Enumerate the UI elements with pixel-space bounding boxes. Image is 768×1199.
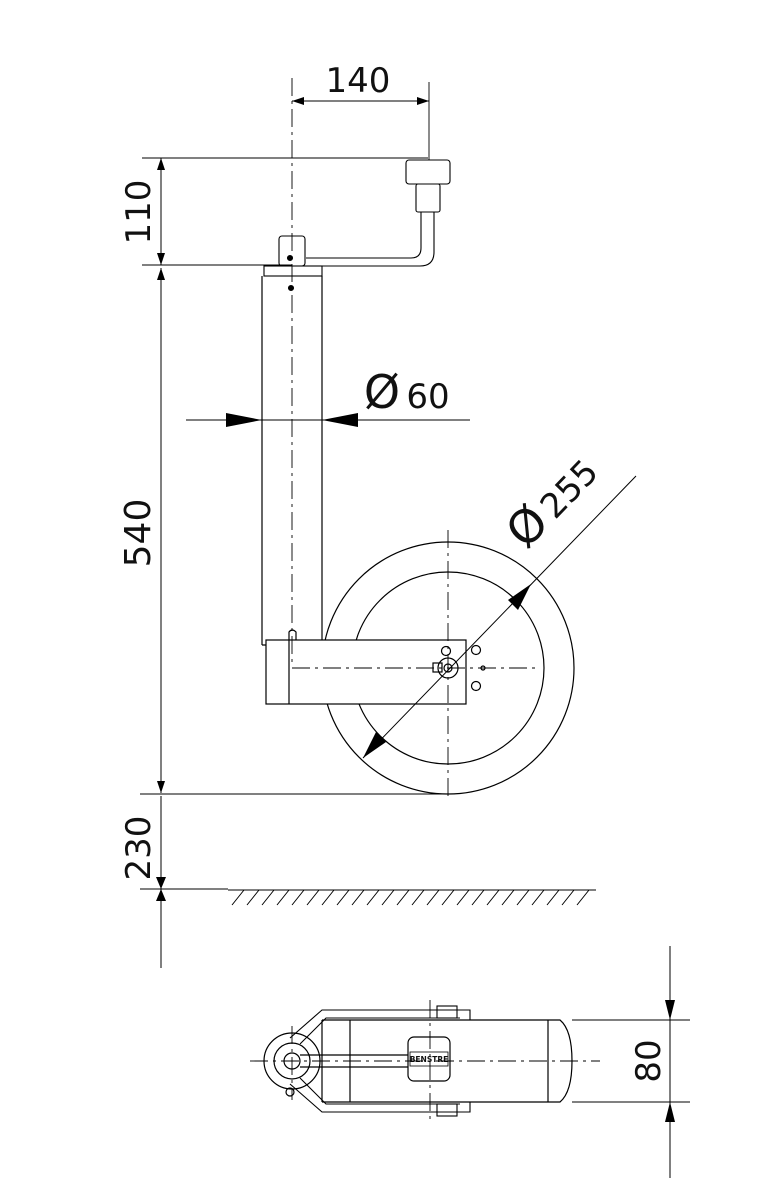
top-view-centerlines: [250, 1000, 600, 1122]
side-view: 140 110 540 230 Ø: [118, 61, 637, 968]
dimension-crank-height: 110: [119, 157, 428, 266]
dimension-label-230: 230: [119, 816, 159, 881]
dimension-label-60: 60: [406, 377, 449, 417]
ground-hatch: [228, 889, 596, 906]
wheel-fork: [265, 629, 486, 705]
top-view-tube: [263, 1032, 420, 1097]
tube-diameter-symbol: Ø: [364, 365, 400, 419]
dimension-crank-offset: 140: [292, 61, 430, 160]
crank-handle: [306, 159, 451, 267]
hub-plate-label: BENSTRE: [410, 1055, 449, 1064]
tube-cap: [263, 235, 323, 292]
dimension-wheel-diameter: Ø 255: [362, 452, 637, 759]
top-view-hub: BENSTRE: [407, 1036, 451, 1082]
dimension-label-255: 255: [533, 452, 607, 526]
dimension-ground-clearance: 230: [119, 796, 228, 968]
dimension-tube-diameter: Ø 60: [186, 365, 470, 427]
top-view-fork: [289, 1005, 471, 1117]
centerlines: [291, 78, 540, 800]
top-view: BENSTRE 80: [250, 946, 690, 1178]
dimension-label-80: 80: [629, 1039, 669, 1082]
dimension-label-140: 140: [326, 61, 391, 101]
dimension-label-110: 110: [119, 180, 159, 245]
dimension-wheel-width: 80: [572, 946, 690, 1178]
dimension-label-540: 540: [118, 499, 159, 568]
dimension-tube-length: 540: [118, 268, 446, 795]
